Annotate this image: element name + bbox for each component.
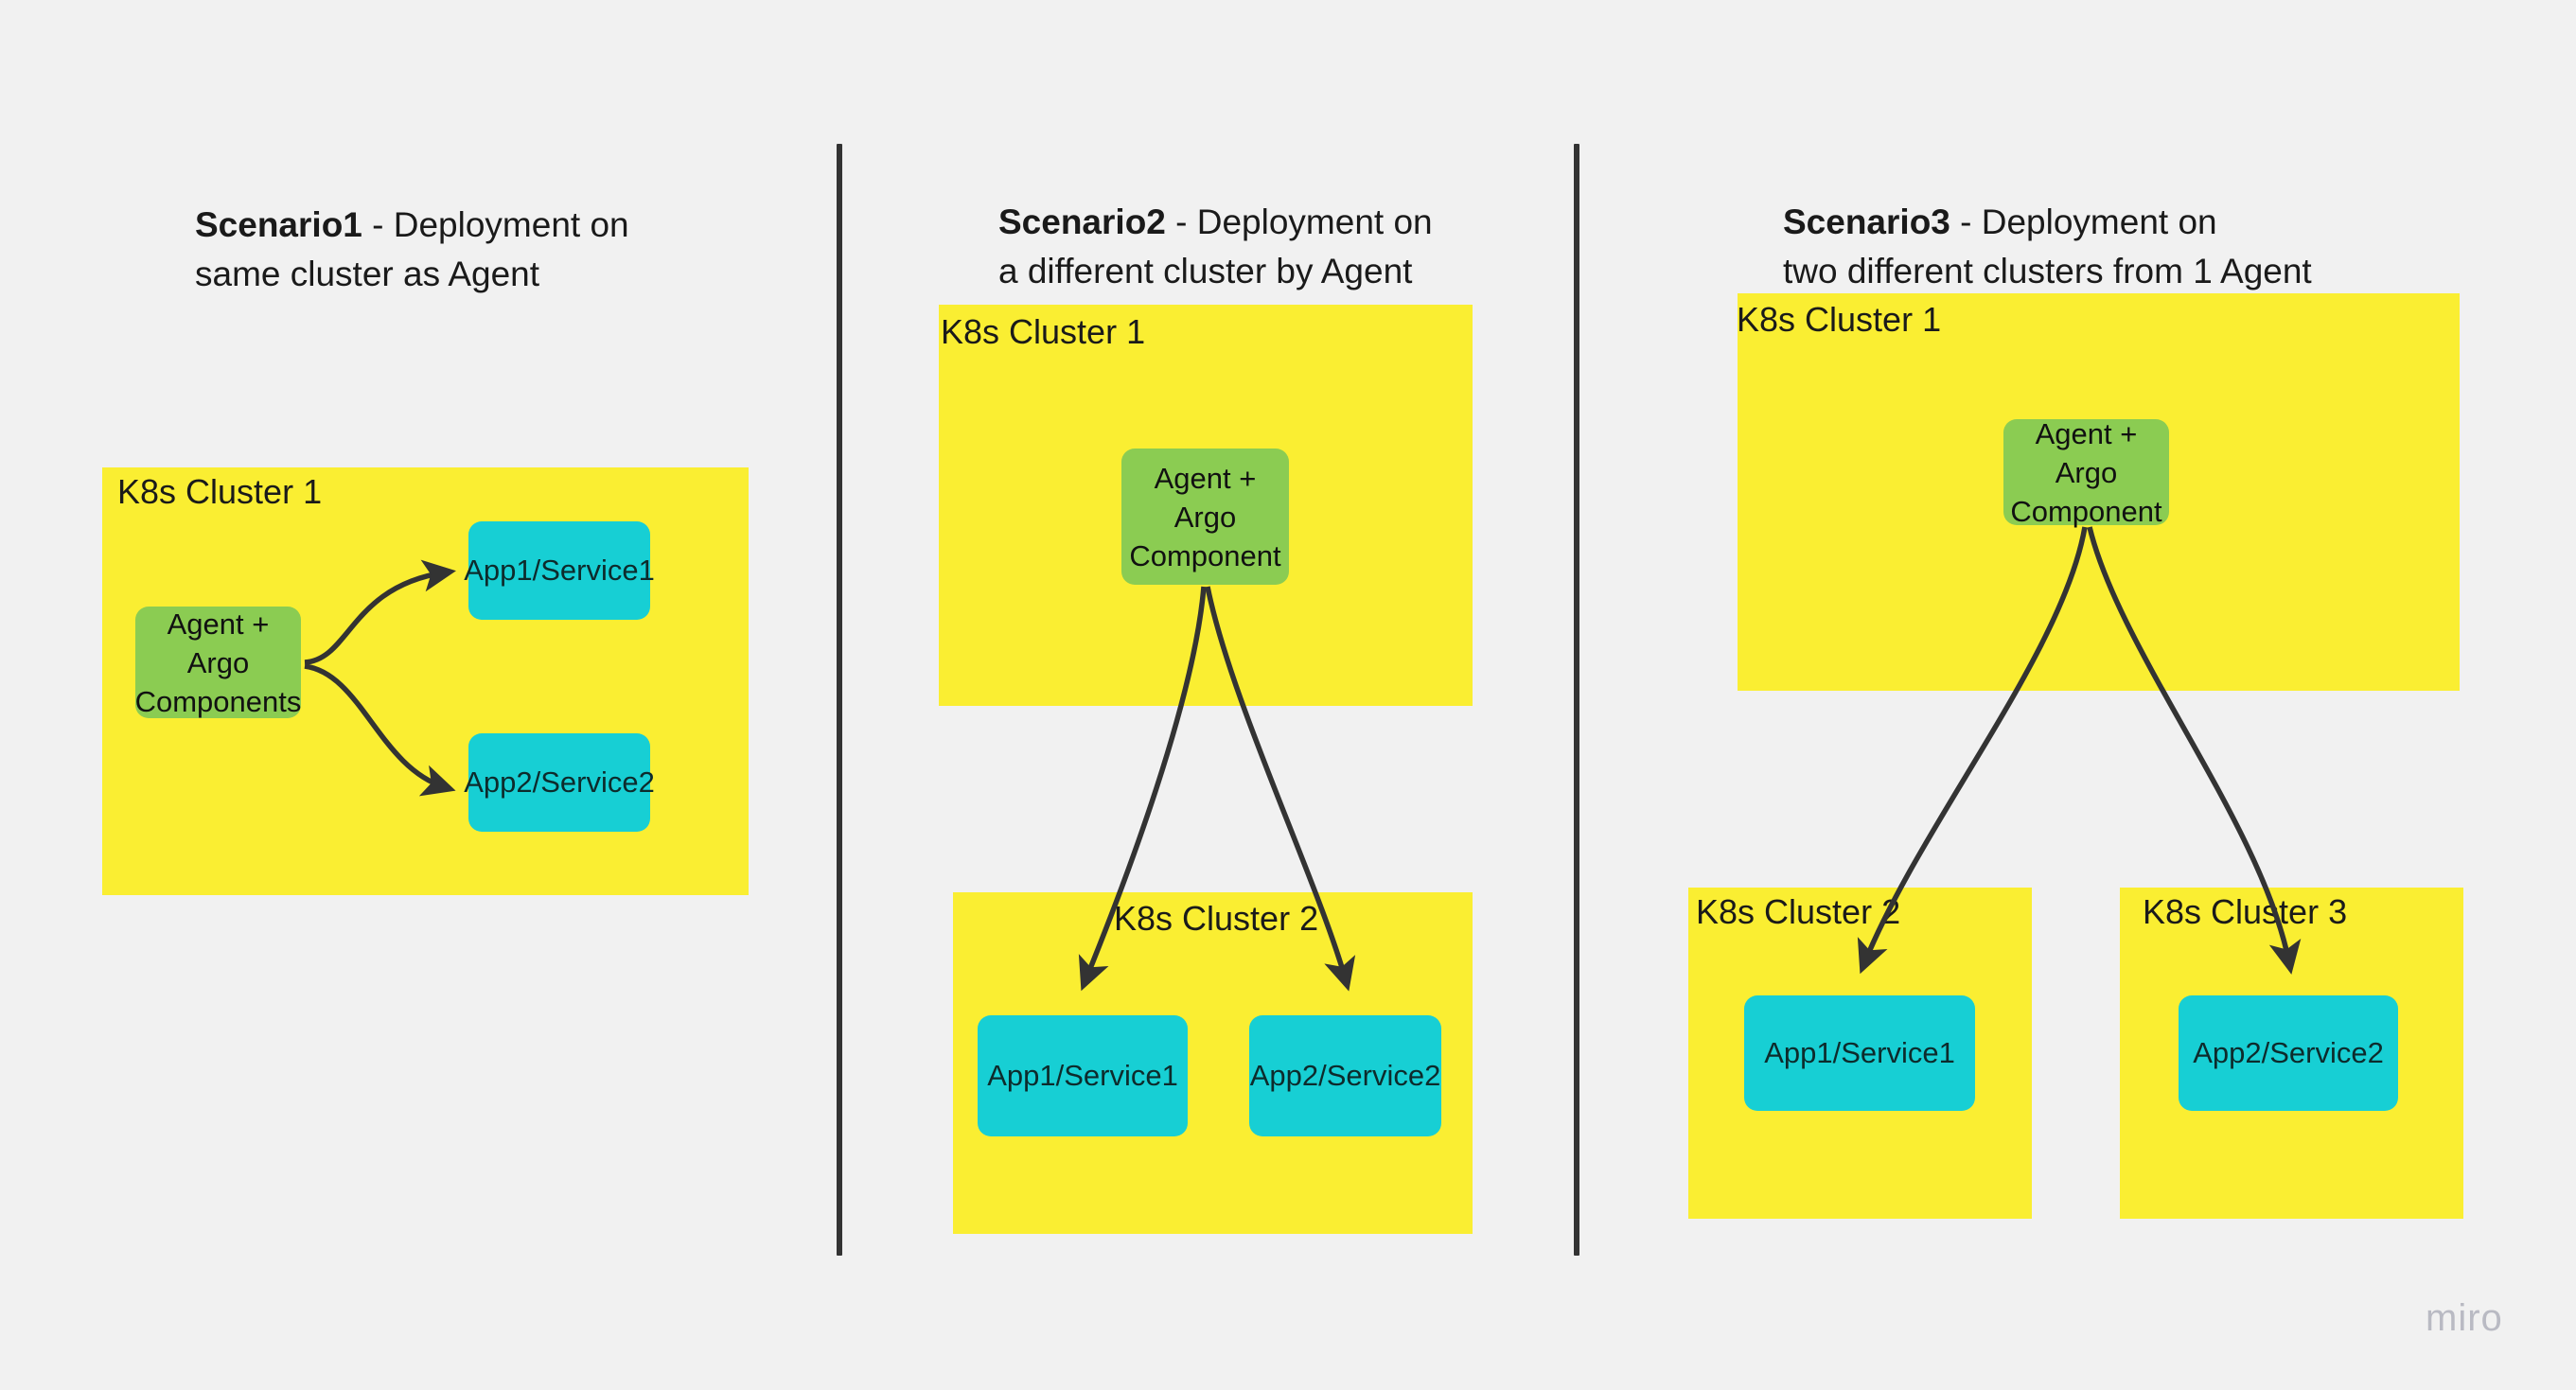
scenario2-title-strong: Scenario2 <box>998 202 1166 241</box>
s1-app1-box[interactable]: App1/Service1 <box>464 521 655 620</box>
s1-app2-box[interactable]: App2/Service2 <box>464 733 655 832</box>
scenario2-title: Scenario2 - Deployment on a different cl… <box>998 149 1528 296</box>
scenario3-title-strong: Scenario3 <box>1783 202 1950 241</box>
s2-cluster2-label: K8s Cluster 2 <box>1114 899 1319 938</box>
scenario2-title-rest: - Deployment on a different cluster by A… <box>998 202 1433 290</box>
s1-agent-box[interactable]: Agent + Argo Components <box>134 607 302 718</box>
s1-cluster1-label: K8s Cluster 1 <box>117 472 323 511</box>
scenario3-title-rest: - Deployment on two different clusters f… <box>1783 202 2312 290</box>
s3-agent-box[interactable]: Agent + Argo Component <box>2003 417 2169 528</box>
s3-cluster3-label: K8s Cluster 3 <box>2143 892 2348 931</box>
divider-scenario2-scenario3 <box>1574 144 1579 1256</box>
s3-cluster1-label: K8s Cluster 1 <box>1737 300 1942 339</box>
s2-app1-box[interactable]: App1/Service1 <box>978 1015 1188 1136</box>
s2-app2-box[interactable]: App2/Service2 <box>1249 1015 1441 1136</box>
scenario1-title-rest: - Deployment on same cluster as Agent <box>195 205 629 293</box>
s3-app1-box[interactable]: App1/Service1 <box>1744 995 1975 1111</box>
scenario3-title: Scenario3 - Deployment on two different … <box>1783 149 2426 296</box>
s2-agent-box[interactable]: Agent + Argo Component <box>1121 449 1289 585</box>
scenario1-title: Scenario1 - Deployment on same cluster a… <box>195 151 725 299</box>
miro-watermark: miro <box>2426 1297 2503 1339</box>
s3-cluster2-label: K8s Cluster 2 <box>1696 892 1901 931</box>
s2-cluster1-label: K8s Cluster 1 <box>941 312 1146 351</box>
s3-app2-box[interactable]: App2/Service2 <box>2179 995 2398 1111</box>
divider-scenario1-scenario2 <box>837 144 842 1256</box>
scenario1-title-strong: Scenario1 <box>195 205 362 244</box>
